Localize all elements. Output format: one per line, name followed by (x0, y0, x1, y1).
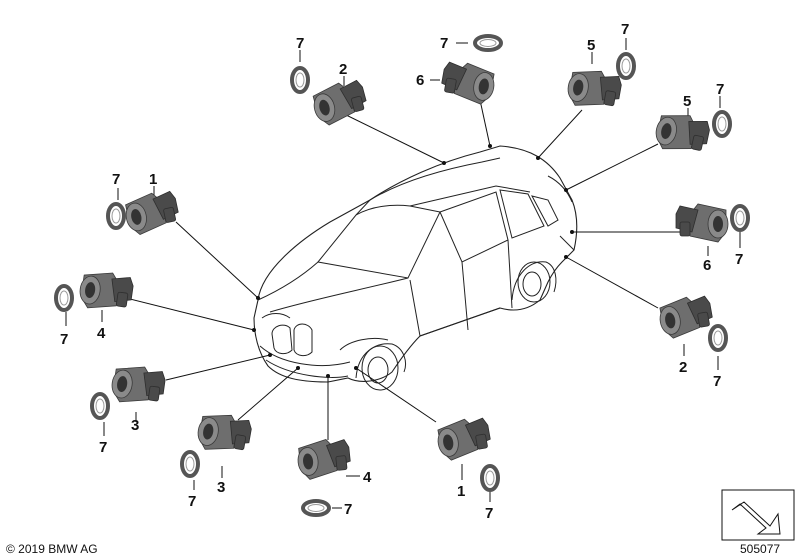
pdc-sensor-2-top (310, 77, 370, 127)
pdc-sensor-5-right (653, 109, 712, 157)
sealing-ring-7-bottom-left (182, 452, 198, 476)
pdc-sensor-3-bottom (195, 410, 253, 456)
sealing-ring-7-top-right (618, 54, 634, 78)
callout-7: 7 (188, 493, 196, 510)
pdc-sensor-4-bottom (296, 437, 352, 480)
callout-4: 4 (363, 469, 372, 486)
callout-7: 7 (99, 439, 107, 456)
pdc-sensor-6-top (439, 59, 497, 105)
callout-7: 7 (344, 501, 352, 518)
pdc-sensor-1-bottom (435, 415, 493, 461)
callout-7: 7 (60, 331, 68, 348)
callout-7: 7 (621, 21, 629, 38)
callout-2: 2 (679, 359, 687, 376)
pdc-sensor-1-left (122, 189, 181, 237)
pdc-sensor-2-right (657, 293, 715, 339)
callout-1: 1 (149, 171, 157, 188)
callout-7: 7 (440, 35, 448, 52)
callout-5: 5 (587, 37, 595, 54)
callout-5: 5 (683, 93, 691, 110)
callout-4: 4 (97, 325, 106, 342)
sealing-ring-7-right-upper (714, 112, 730, 136)
pdc-sensor-3-left (110, 363, 167, 408)
pdc-sensor-5-top (565, 66, 623, 112)
callout-3: 3 (217, 479, 225, 496)
callout-1: 1 (457, 483, 465, 500)
callout-7: 7 (296, 35, 304, 52)
sealing-ring-7-bottom-center (303, 501, 329, 515)
pdc-sensor-6-right (676, 204, 728, 242)
sealing-ring-7-right-mid (732, 206, 748, 230)
copyright-notice: © 2019 BMW AG (6, 542, 98, 556)
callout-2: 2 (339, 61, 347, 78)
callout-7: 7 (713, 373, 721, 390)
sealing-ring-7-right-lower (710, 326, 726, 350)
sealing-ring-7-left-upper (108, 204, 124, 228)
pdc-sensor-4-left (78, 269, 135, 314)
vehicle-outline (254, 146, 577, 390)
callout-7: 7 (112, 171, 120, 188)
sealing-ring-7-bottom-right (482, 466, 498, 490)
sealing-ring-7-left-lower (92, 394, 108, 418)
callout-3: 3 (131, 417, 139, 434)
callout-7: 7 (735, 251, 743, 268)
callout-7: 7 (716, 81, 724, 98)
sealing-ring-7-top-left (292, 68, 308, 92)
callout-7: 7 (485, 505, 493, 522)
callout-6: 6 (703, 257, 711, 274)
navigation-arrow-icon (722, 490, 794, 540)
callout-6: 6 (416, 72, 424, 89)
sealing-ring-7-top-center (475, 36, 501, 50)
sealing-ring-7-left-mid (56, 286, 72, 310)
diagram-number: 505077 (740, 542, 780, 556)
